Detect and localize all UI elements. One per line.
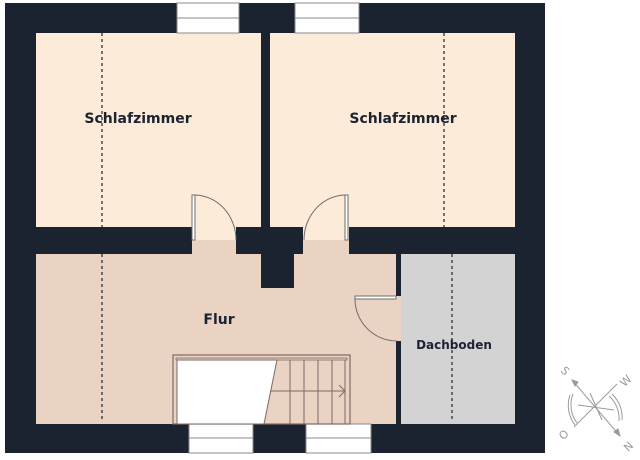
room-label-bedroom-left: Schlafzimmer: [84, 111, 192, 127]
room-label-attic: Dachboden: [416, 338, 492, 352]
door-leaf-attic: [354, 295, 397, 300]
compass-icon: [567, 379, 623, 438]
door-opening-attic: [396, 296, 401, 341]
door-leaf-left: [191, 194, 196, 241]
room-attic: [401, 254, 515, 424]
stair-opening: [176, 359, 278, 425]
windows: [176, 2, 372, 454]
doors: [191, 194, 398, 342]
staircase: [172, 354, 351, 425]
door-swing-left: [194, 194, 237, 241]
stair-arrow-icon: [338, 384, 346, 398]
room-bedroom-left: [36, 33, 261, 227]
door-swing-attic: [354, 298, 398, 342]
door-swing-right: [303, 194, 346, 241]
room-bedroom-right: [270, 33, 515, 227]
central-wall: [261, 227, 294, 288]
room-label-bedroom-right: Schlafzimmer: [349, 111, 457, 127]
door-leaf-right: [344, 194, 349, 241]
room-label-hallway: Flur: [203, 312, 235, 328]
roof-slope-lines: [101, 33, 453, 420]
